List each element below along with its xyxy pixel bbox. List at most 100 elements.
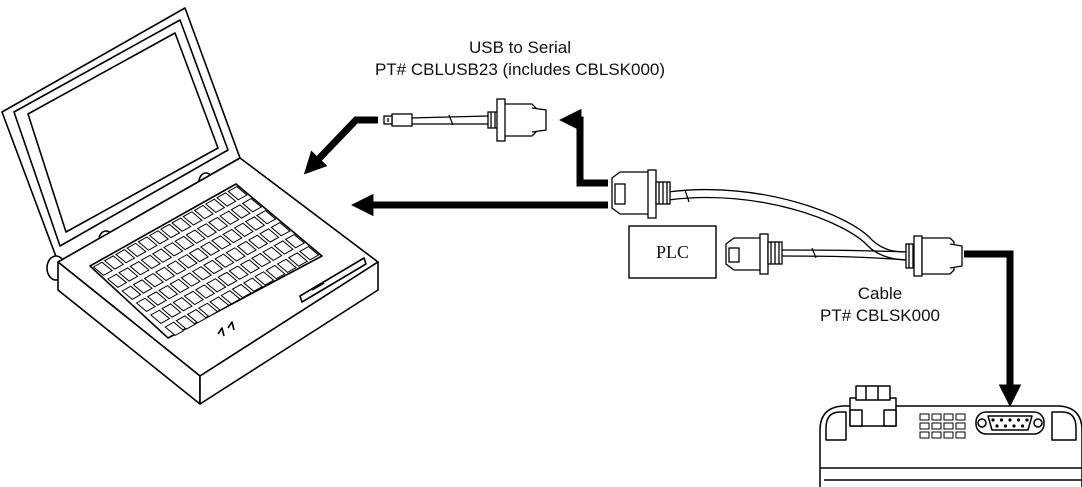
vent-slot [955, 431, 966, 439]
keyboard-key [169, 278, 190, 294]
keyboard-key [146, 291, 168, 306]
keyboard-key [236, 240, 257, 256]
keyboard-key [160, 223, 181, 239]
db9-connector-computer-end [611, 169, 671, 219]
keyboard-key [199, 241, 221, 256]
keyboard-key [137, 236, 158, 251]
keyboard-key [230, 204, 251, 219]
keyboard-key [222, 228, 243, 244]
keyboard-key [174, 235, 195, 251]
keyboard-key [241, 197, 263, 213]
keyboard-key [149, 309, 171, 325]
keyboard-key [233, 222, 254, 238]
keyboard-key [151, 248, 173, 263]
keyboard-key [194, 284, 216, 299]
vent-slot [919, 413, 930, 421]
usb-label-line2: PT# CBLUSB23 (includes CBLSK000) [374, 60, 666, 79]
serial-cable [409, 115, 909, 261]
keyboard-key [180, 272, 201, 287]
vent-slot [931, 431, 942, 439]
keyboard-key [182, 211, 203, 226]
db9-connector-usb-end [487, 98, 547, 142]
arrow-cable-to-panel [964, 250, 1022, 407]
keyboard-key [270, 221, 291, 237]
vent-slot [919, 422, 930, 430]
vent-slot [955, 422, 966, 430]
keyboard-key [118, 267, 139, 282]
keyboard-key [214, 253, 235, 268]
keyboard-key [203, 259, 224, 275]
keyboard-key [284, 233, 306, 249]
arrow-usb-to-laptop [303, 116, 378, 175]
keyboard-key [227, 185, 248, 201]
usb-to-serial-label: USB to Serial PT# CBLUSB23 (includes CBL… [330, 37, 710, 81]
keyboard-key [225, 247, 246, 262]
keyboard-key [231, 283, 252, 299]
keyboard-key [121, 285, 142, 301]
keyboard-key [220, 290, 241, 305]
keyboard-key [175, 315, 196, 330]
keyboard-key [106, 273, 128, 289]
laptop-keyboard-keys [92, 185, 320, 337]
keyboard-key [158, 284, 179, 300]
port-pin [1003, 424, 1008, 428]
keyboard-key [228, 265, 249, 280]
flow-arrows [303, 108, 1022, 407]
keyboard-key [183, 290, 204, 306]
keyboard-key [148, 230, 170, 245]
keyboard-key [198, 302, 219, 318]
cable-label-line1: Cable [857, 284, 903, 303]
keyboard-key [140, 254, 161, 270]
cable-label: Cable PT# CBLSK000 [780, 283, 980, 327]
keyboard-key [239, 259, 261, 274]
keyboard-key [251, 252, 272, 268]
usb-plug [383, 113, 413, 127]
port-pin [999, 418, 1004, 422]
keyboard-key [103, 255, 125, 270]
keyboard-key [166, 260, 187, 275]
port-pin [991, 418, 995, 422]
vent-slot [955, 413, 966, 421]
keyboard-key [129, 260, 150, 276]
vent-slot [919, 431, 930, 439]
keyboard-key [132, 279, 153, 294]
keyboard-key [164, 321, 185, 337]
keyboard-key [188, 247, 209, 263]
vent-slot [931, 413, 942, 421]
keyboard-key [259, 228, 280, 243]
keyboard-key [135, 297, 156, 313]
keyboard-key [193, 204, 214, 220]
cable-label-line2: PT# CBLSK000 [819, 306, 940, 325]
keyboard-key [265, 264, 286, 280]
vent-slot [943, 431, 954, 439]
usb-label-line1: USB to Serial [468, 38, 572, 57]
keyboard-key [204, 198, 226, 214]
port-pin [1020, 424, 1025, 428]
keyboard-key [172, 296, 193, 312]
keyboard-key [171, 217, 192, 232]
port-pin [1016, 418, 1021, 422]
keyboard-key [185, 229, 206, 244]
db9-port-pins [991, 418, 1029, 428]
keyboard-key [217, 271, 238, 287]
db9-connector-plc-end [725, 233, 783, 275]
keyboard-key [273, 240, 294, 255]
keyboard-key [247, 234, 269, 250]
keyboard-key [143, 272, 165, 288]
db9-connector-panel-end [905, 235, 963, 277]
operator-panel-illustration [819, 385, 1082, 487]
vent-slot [943, 413, 954, 421]
vent-slot [931, 422, 942, 430]
keyboard-key [186, 308, 208, 324]
keyboard-key [262, 246, 283, 262]
laptop-illustration [1, 7, 379, 405]
keyboard-key [216, 192, 237, 207]
keyboard-key [287, 252, 309, 267]
keyboard-key [254, 271, 275, 286]
keyboard-key [191, 266, 213, 281]
keyboard-key [126, 242, 147, 258]
keyboard-key [155, 266, 176, 282]
keyboard-key [177, 254, 198, 269]
keyboard-key [242, 277, 264, 292]
port-pin [1012, 424, 1016, 428]
